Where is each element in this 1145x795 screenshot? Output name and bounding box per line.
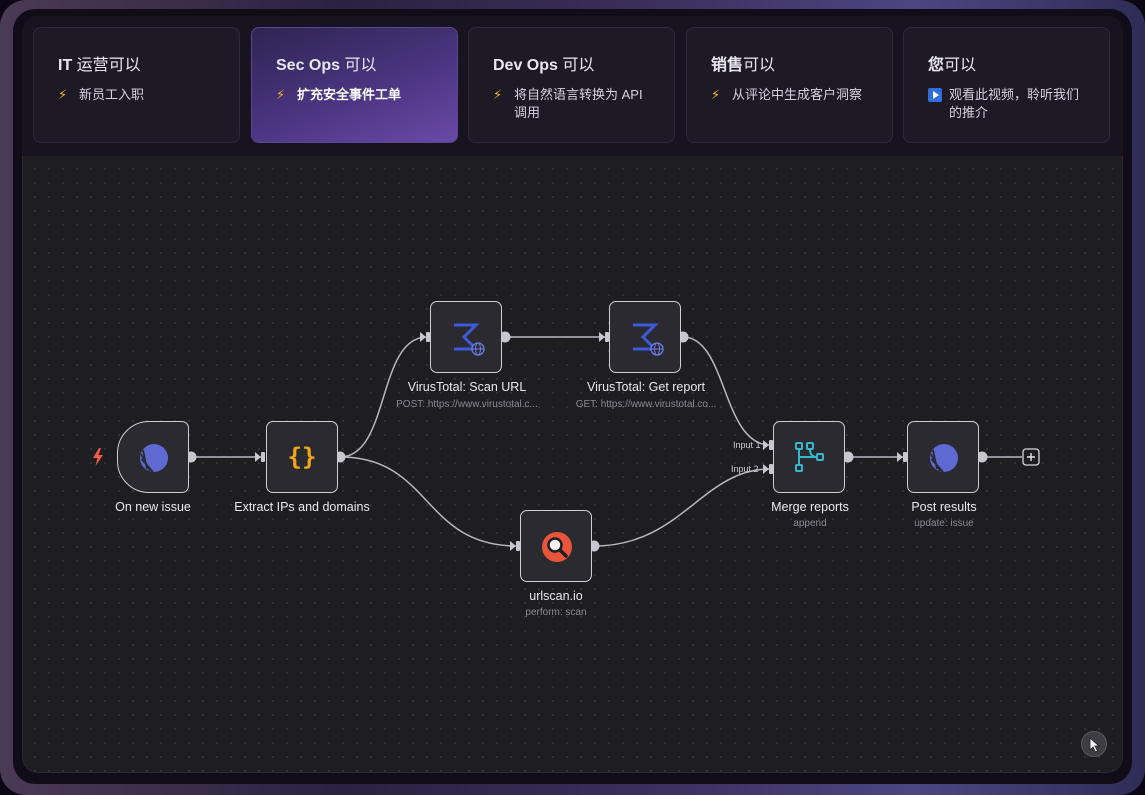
node-virustotal-scan[interactable] bbox=[430, 301, 502, 373]
tab-title: IT 运营可以 bbox=[58, 57, 141, 74]
tab-sec-ops[interactable]: Sec Ops 可以 ⚡ 扩充安全事件工单 bbox=[251, 27, 458, 143]
tab-title: 您可以 bbox=[928, 57, 977, 74]
node-subtitle: update: issue bbox=[914, 518, 974, 529]
urlscan-magnifier-icon bbox=[541, 531, 572, 562]
linear-icon bbox=[929, 443, 958, 473]
linear-icon bbox=[139, 443, 168, 473]
tab-description: 新员工入职 bbox=[79, 87, 145, 102]
tab-title: 销售可以 bbox=[711, 57, 776, 74]
node-urlscan[interactable] bbox=[520, 510, 592, 582]
play-icon bbox=[928, 86, 946, 122]
tab-sales[interactable]: 销售可以 ⚡ 从评论中生成客户洞察 bbox=[686, 27, 893, 143]
pointer-mode-button[interactable] bbox=[1081, 731, 1107, 757]
tab-you[interactable]: 您可以 观看此视频，聆听我们的推介 bbox=[903, 27, 1110, 143]
workflow-screen: IT 运营可以 ⚡ 新员工入职 Sec Ops 可以 ⚡ 扩充安全事件工单 Dev … bbox=[22, 16, 1123, 773]
node-subtitle: append bbox=[793, 518, 827, 529]
node-label: Extract IPs and domains bbox=[234, 500, 370, 514]
tab-title: Sec Ops 可以 bbox=[276, 57, 377, 74]
connection-urlscan-merge bbox=[593, 468, 771, 547]
lightning-icon: ⚡ bbox=[711, 87, 721, 102]
lightning-icon: ⚡ bbox=[493, 87, 503, 102]
node-subtitle: perform: scan bbox=[525, 607, 587, 618]
tab-dev-ops[interactable]: Dev Ops 可以 ⚡ 将自然语言转换为 API 调用 bbox=[468, 27, 675, 143]
lightning-icon: ⚡ bbox=[276, 87, 286, 102]
connection-vtreport-merge bbox=[682, 336, 771, 446]
tab-title: Dev Ops 可以 bbox=[493, 57, 595, 74]
node-subtitle: POST: https://www.virustotal.c... bbox=[396, 399, 538, 410]
node-on-new-issue[interactable] bbox=[117, 421, 189, 493]
node-label: On new issue bbox=[115, 500, 191, 514]
cursor-arrow-icon bbox=[1089, 737, 1101, 753]
merge-input-1-label: Input 1 bbox=[733, 440, 761, 450]
node-label: VirusTotal: Get report bbox=[587, 380, 705, 394]
node-label: urlscan.io bbox=[529, 589, 583, 603]
braces-code-icon: {} bbox=[287, 443, 316, 471]
node-virustotal-report[interactable] bbox=[609, 301, 681, 373]
connection-extract-urlscan bbox=[339, 456, 518, 547]
virustotal-icon bbox=[453, 323, 485, 356]
tab-description: 扩充安全事件工单 bbox=[297, 87, 402, 102]
virustotal-icon bbox=[632, 323, 664, 356]
tab-description: 观看此视频，聆听我们的推介 bbox=[949, 87, 1080, 120]
merge-input-2-label: Input 2 bbox=[731, 464, 759, 474]
svg-text:{}: {} bbox=[287, 443, 316, 471]
trigger-lightning-icon bbox=[93, 448, 103, 466]
tab-description: 将自然语言转换为 API 调用 bbox=[514, 87, 643, 120]
node-label: VirusTotal: Scan URL bbox=[407, 380, 527, 394]
tab-it-ops[interactable]: IT 运营可以 ⚡ 新员工入职 bbox=[33, 27, 240, 143]
node-post-results[interactable] bbox=[907, 421, 979, 493]
node-label: Post results bbox=[911, 500, 977, 514]
merge-icon bbox=[794, 441, 824, 472]
lightning-icon: ⚡ bbox=[58, 87, 68, 102]
node-label: Merge reports bbox=[771, 500, 849, 514]
node-extract-ips[interactable]: {} bbox=[266, 421, 338, 493]
node-subtitle: GET: https://www.virustotal.co... bbox=[575, 399, 717, 410]
workflow-connections bbox=[185, 331, 1040, 552]
connection-extract-vtscan bbox=[339, 336, 428, 458]
tab-description: 从评论中生成客户洞察 bbox=[732, 87, 863, 102]
add-node-button[interactable] bbox=[1022, 448, 1040, 466]
node-merge-reports[interactable] bbox=[773, 421, 845, 493]
